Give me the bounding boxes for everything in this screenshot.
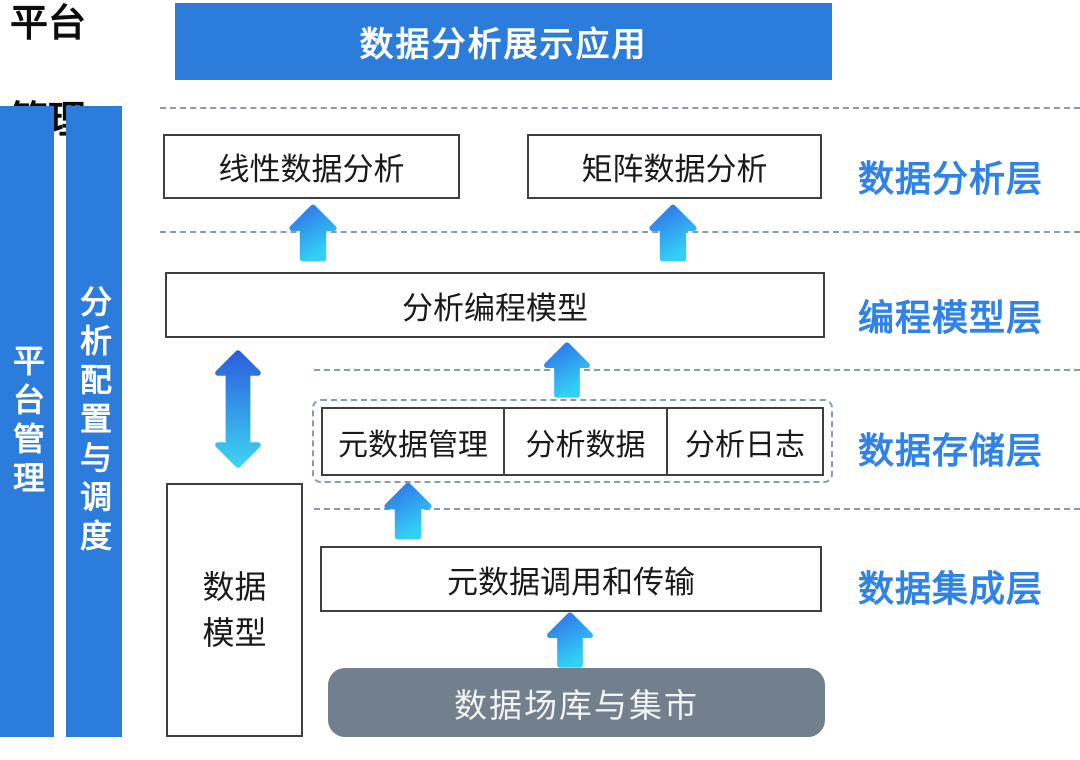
banner-title: 数据分析展示应用 (359, 26, 648, 64)
box-data-model-label: 数据 模型 (202, 568, 267, 651)
storage-row: 元数据管理 分析数据 分析日志 (321, 407, 824, 476)
sidebar-analysis-config-scheduling: 分析配置与调度 (66, 106, 122, 737)
storage-dashed-container (312, 399, 833, 483)
layer-label-data-integration: 数据集成层 (858, 568, 1044, 609)
sidebar-platform-management: 平台管理 (0, 106, 54, 737)
storage-cell-analysis-data: 分析数据 (503, 409, 666, 474)
up-arrow-icon (289, 204, 337, 262)
double-vertical-arrow-icon (214, 349, 262, 469)
up-arrow-icon (649, 204, 697, 262)
layer-divider-top (160, 107, 1080, 109)
sidebar-analysis-config-scheduling-label: 分析配置与调度 (76, 285, 112, 558)
box-analysis-programming-model-label: 分析编程模型 (402, 290, 588, 326)
layer-label-data-analysis: 数据分析层 (858, 158, 1044, 199)
storage-cell-analysis-data-label: 分析数据 (525, 428, 646, 462)
layer-label-programming-model: 编程模型层 (858, 297, 1044, 338)
sidebar-platform-management-label: 平台管理 (9, 343, 45, 500)
up-arrow-icon (546, 612, 594, 668)
box-linear-data-analysis-label: 线性数据分析 (218, 152, 405, 187)
banner-data-analysis-display-app: 数据分析展示应用 (175, 3, 832, 80)
layer-divider-storage-integration (314, 508, 1080, 510)
storage-cell-analysis-log-label: 分析日志 (685, 428, 805, 462)
storage-cell-analysis-log: 分析日志 (666, 409, 822, 474)
layer-divider-analysis-programming (160, 231, 1080, 233)
box-matrix-data-analysis-label: 矩阵数据分析 (581, 152, 768, 187)
box-data-warehouse-mart-label: 数据场库与集市 (454, 686, 699, 724)
storage-cell-metadata-management: 元数据管理 (323, 409, 503, 474)
box-analysis-programming-model: 分析编程模型 (165, 272, 825, 338)
box-data-warehouse-mart: 数据场库与集市 (328, 668, 825, 737)
box-metadata-call-transfer-label: 元数据调用和传输 (447, 564, 695, 600)
box-data-model: 数据 模型 (166, 483, 303, 737)
box-metadata-call-transfer: 元数据调用和传输 (320, 546, 822, 612)
box-linear-data-analysis: 线性数据分析 (163, 134, 460, 199)
storage-cell-metadata-management-label: 元数据管理 (338, 428, 488, 462)
up-arrow-icon (543, 342, 591, 398)
up-arrow-icon (384, 482, 432, 540)
corner-label-line1: 平台 (10, 3, 87, 45)
layer-label-data-storage: 数据存储层 (858, 430, 1044, 471)
box-matrix-data-analysis: 矩阵数据分析 (527, 134, 822, 199)
layer-divider-programming-storage (314, 369, 1080, 371)
